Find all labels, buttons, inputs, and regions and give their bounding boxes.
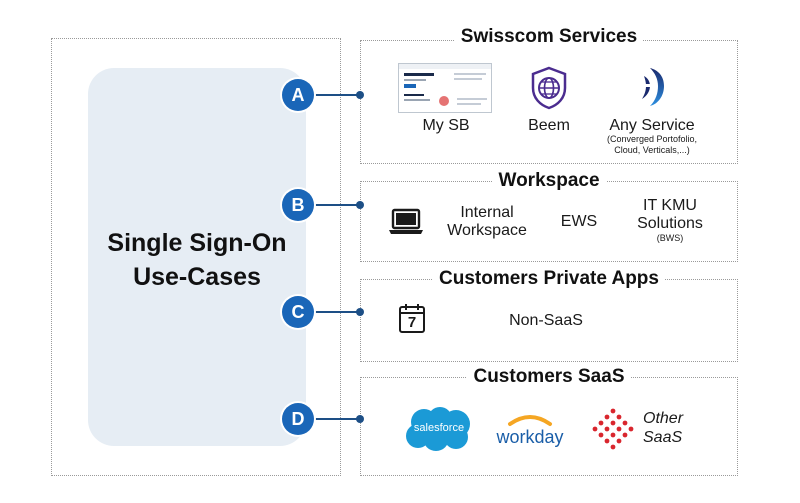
- calendar-icon: 7: [398, 302, 426, 334]
- any-service-label: Any Service: [609, 117, 695, 134]
- it-kmu-label-2: Solutions: [637, 215, 703, 232]
- other-saas-label-2: SaaS: [643, 429, 683, 446]
- connector-d: [313, 418, 360, 420]
- workday-logo-text: workday: [496, 427, 564, 447]
- connector-a-end: [356, 91, 364, 99]
- workday-logo: workday: [490, 412, 570, 452]
- connector-c-end: [356, 308, 364, 316]
- any-service-sublabel-1: (Converged Portofolio,: [606, 134, 698, 144]
- title-line-2: Use-Cases: [133, 263, 261, 291]
- badge-d: D: [282, 403, 314, 435]
- section-title: Customers Private Apps: [360, 268, 738, 290]
- other-saas-label-1: Other: [643, 410, 684, 427]
- badge-b: B: [282, 189, 314, 221]
- internal-workspace-label-2: Workspace: [447, 222, 527, 239]
- other-saas-dots-logo: [590, 408, 636, 455]
- section-swisscom-services: Swisscom Services My SB Beem: [360, 26, 738, 164]
- connector-c: [313, 311, 360, 313]
- section-title: Customers SaaS: [360, 366, 738, 388]
- it-kmu-sublabel: (BWS): [656, 233, 684, 243]
- my-sb-screenshot-icon: [398, 63, 492, 113]
- diagram-title: Single Sign-On Use-Cases: [88, 226, 306, 294]
- calendar-day: 7: [407, 314, 417, 331]
- title-line-1: Single Sign-On: [107, 229, 287, 257]
- connector-d-end: [356, 415, 364, 423]
- connector-b: [313, 204, 360, 206]
- use-cases-panel: [88, 68, 306, 446]
- section-title: Workspace: [360, 170, 738, 192]
- salesforce-logo-text: salesforce: [413, 422, 465, 434]
- beem-label: Beem: [528, 117, 570, 134]
- internal-workspace-label-1: Internal: [460, 204, 514, 221]
- badge-c: C: [282, 296, 314, 328]
- non-saas-label: Non-SaaS: [509, 312, 583, 329]
- any-service-sublabel-2: Cloud, Verticals,...): [614, 145, 690, 155]
- badge-a: A: [282, 79, 314, 111]
- my-sb-label: My SB: [422, 117, 470, 134]
- ews-label: EWS: [560, 213, 598, 230]
- connector-a: [313, 94, 360, 96]
- salesforce-cloud-logo: salesforce: [404, 406, 474, 452]
- beem-shield-globe-icon: [530, 66, 568, 115]
- connector-b-end: [356, 201, 364, 209]
- it-kmu-label-1: IT KMU: [643, 197, 697, 214]
- section-title: Swisscom Services: [360, 26, 738, 48]
- section-workspace: Workspace Internal Workspace EWS IT KMU …: [360, 170, 738, 262]
- section-customers-private-apps: Customers Private Apps 7 Non-SaaS: [360, 268, 738, 362]
- swisscom-logo-icon: [636, 66, 668, 113]
- laptop-icon: [388, 208, 424, 241]
- left-frame: [51, 38, 341, 476]
- section-customers-saas: Customers SaaS salesforce workday: [360, 366, 738, 476]
